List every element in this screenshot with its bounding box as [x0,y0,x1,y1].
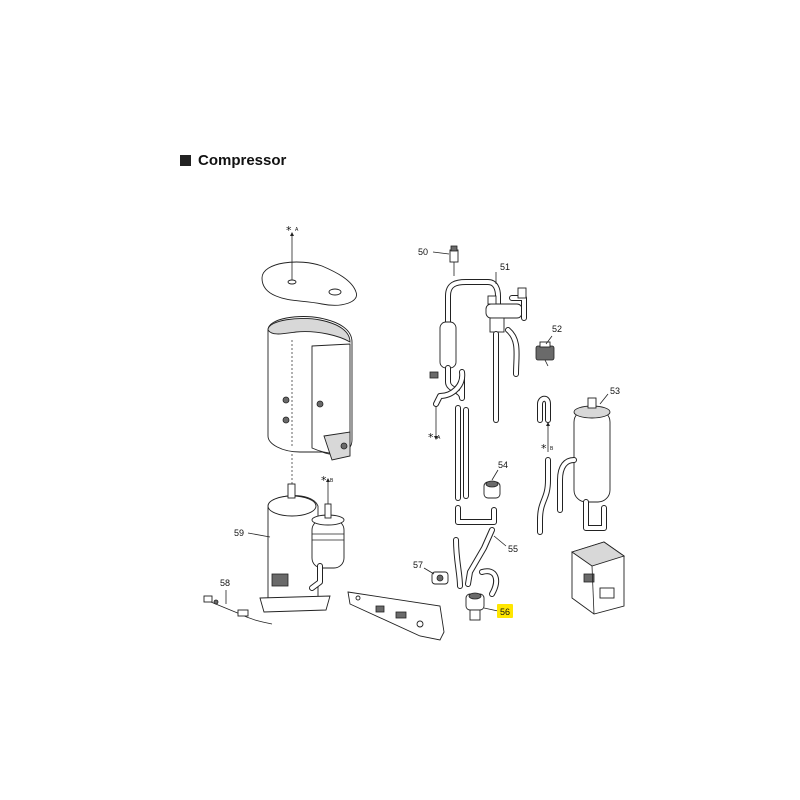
accumulator-tank [309,503,345,591]
section-title: Compressor [180,152,286,169]
part-57-valve [431,571,449,585]
compressor-body [259,483,331,613]
four-way-valve-pipe-assembly [433,279,527,423]
part-55-pipe [453,505,497,589]
ref-star-b-left: * [321,474,327,487]
section-title-text: Compressor [198,152,287,169]
leader-54 [491,469,499,481]
leader-57 [423,567,435,575]
part-56-service-valve [465,568,500,621]
ref-letter-b-left: B [330,478,334,484]
part-label-51: 51 [500,262,510,272]
part-label-57: 57 [413,560,423,570]
ref-letter-b-right: B [550,446,554,452]
leader-59 [247,532,271,538]
sound-insulation-cover [267,316,353,461]
leader-50 [432,251,450,255]
part-label-58: 58 [220,578,230,588]
part-label-59: 59 [234,528,244,538]
valve-mounting-bracket [347,591,445,641]
part-label-56-highlight [497,604,513,618]
ref-letter-a-mid: A [437,435,441,441]
part-50-valve-core [449,245,459,276]
ref-star-b-right: * [541,442,547,455]
part-53-accumulator [537,395,611,535]
ref-star-a-top: * [286,224,292,237]
capillary-tube-assembly [455,405,501,501]
leader-56 [483,607,499,612]
part-label-54: 54 [498,460,508,470]
part-label-52: 52 [552,324,562,334]
accumulator-bracket [570,541,626,615]
square-bullet-icon [180,155,191,166]
part-label-56: 56 [500,607,510,617]
part-label-53: 53 [610,386,620,396]
part-52-coil [535,341,555,367]
cover-top-plate [261,261,357,306]
small-cap-part [429,371,439,379]
ref-letter-a-top: A [295,227,299,233]
leader-53 [599,393,609,405]
ref-star-a-mid: * [428,431,434,444]
part-label-50: 50 [418,247,428,257]
leader-55 [493,535,507,547]
part-label-55: 55 [508,544,518,554]
leader-52 [545,335,553,345]
sensor-wire-part [203,595,273,625]
